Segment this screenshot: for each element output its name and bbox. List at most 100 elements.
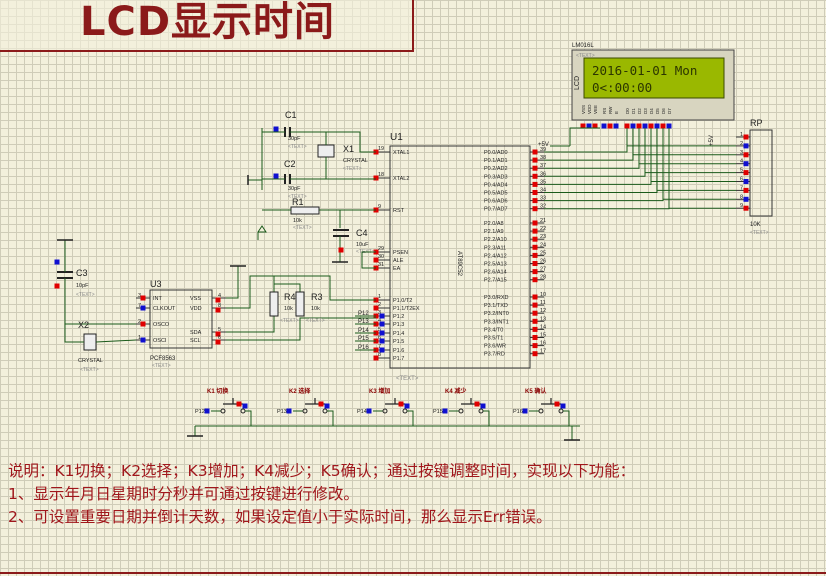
u3-pin-marker [215,307,221,313]
lcd-pin-marker [660,123,666,129]
bottom-rule [0,572,826,574]
key-contact [558,408,564,414]
u3-pin-marker [215,331,221,337]
lcd-pin-marker [592,123,598,129]
lcd-pin-name: D1 [631,108,636,114]
mcu-pin-name: P1.7 [393,356,404,362]
mcu-pin-number: 14 [540,324,546,330]
mcu-pin-number: 9 [378,204,381,210]
u3-pin-number: 4 [218,293,221,299]
lcd-data-wire [544,128,640,169]
c4-pin-marker [338,247,344,253]
lcd-text-placeholder: <TEXT> [576,53,595,59]
rp-wire [632,150,736,156]
mcu-pin-marker [532,206,538,212]
u3-pin-marker [215,339,221,345]
lcd-data-wire [544,128,652,185]
mcu-pin-name: XTAL1 [393,150,409,156]
key-pin-marker [318,401,324,407]
c1-pin-marker [273,126,279,132]
key-ground-wire [563,410,570,426]
lcd-pin-marker [648,123,654,129]
mcu-port3-pin-name: P3.2/INT0 [484,311,509,317]
mcu-pin-name: P1.0/T2 [393,298,412,304]
rp-pin-marker [743,134,749,140]
mcu-pin-number: 23 [540,234,546,240]
key-net-marker [366,408,372,414]
mcu-pin-marker [532,277,538,283]
u3-pin-marker [215,297,221,303]
r4-ref: R4 [284,292,296,302]
mcu-port0-pin-name: P0.5/AD5 [484,191,508,197]
rp-wire [638,150,736,165]
mcu-pin-number: 2 [378,302,381,308]
mcu-port3-pin-name: P3.7/RD [484,352,505,358]
x1-ref: X1 [343,144,354,154]
lcd-pin-name: D2 [637,108,642,114]
lcd-ref: LCD [574,76,581,90]
mcu-pin-marker [532,343,538,349]
mcu-pin-number: 8 [378,352,381,358]
mcu-pin-marker [532,302,538,308]
key-pin-marker [480,403,486,409]
vcc-label-1: +5V [538,142,549,148]
lcd-pin-name: D5 [655,108,660,114]
key-net-marker [442,408,448,414]
u3-vss-wire [226,266,239,299]
u3-pin-marker [140,305,146,311]
c2-ref: C2 [284,159,296,169]
x1-value: CRYSTAL [343,158,368,164]
x1-text-placeholder: <TEXT> [343,166,362,172]
circuit-schematic: U1<TEXT>AT89C5219XTAL118XTAL29RST29PSEN3… [54,43,773,441]
r3-body [295,291,305,317]
key-net-marker [204,408,210,414]
mcu-pin-number: 5 [378,327,381,333]
c3-value: 10pF [76,283,89,289]
mcu-ref: U1 [390,132,403,143]
key-pin-marker [398,401,404,407]
key-ground-wire [327,410,334,426]
mcu-pin-number: 18 [378,172,384,178]
rp-pin-number: 7 [740,185,743,191]
x2-ref: X2 [78,320,89,330]
mcu-pin-marker [532,173,538,179]
key-label: K2 选择 [289,387,311,395]
c4-value: 10uF [356,242,369,248]
lcd-data-wire [544,128,646,177]
x2-value: CRYSTAL [78,358,103,364]
lcd-pin-name: VEE [593,105,598,114]
key-contact [402,408,408,414]
key-label: K3 增加 [369,387,390,395]
u3-pin-marker [140,321,146,327]
rp-wire [644,150,736,174]
u3-pin-number: 1 [138,335,141,341]
net-label: P16 [358,345,369,351]
key-contact [478,408,484,414]
mcu-pin-marker [532,351,538,357]
rp-body [749,129,773,217]
rp-pin-marker [743,143,749,149]
r3-text-placeholder: <TEXT> [306,318,325,324]
c2-value: 30pF [288,186,301,192]
u3-pin-name: INT [153,296,163,302]
rp-pin-number: 6 [740,177,743,183]
mcu-port3-pin-name: P3.4/T0 [484,327,503,333]
net-label: P13 [358,319,369,325]
mcu-pin-end [373,257,379,263]
rp-wire [650,150,736,182]
r3-ref: R3 [311,292,323,302]
key-pin-marker [554,401,560,407]
c1-value: 30pF [288,136,301,142]
key-net-label: P14 [357,409,367,415]
rp-pin-number: 4 [740,159,743,165]
key-net-marker [286,408,292,414]
mcu-pin-marker [532,181,538,187]
mcu-pin-number: 38 [540,155,546,161]
mcu-port0-pin-name: P0.2/AD2 [484,166,508,172]
lcd-pin-marker [666,123,672,129]
mcu-part-label: AT89C52 [456,251,462,277]
lcd-pin-marker [642,123,648,129]
x2-text-placeholder: <TEXT> [80,367,99,373]
r4-text-placeholder: <TEXT> [280,318,299,324]
mcu-pin-marker [532,198,538,204]
